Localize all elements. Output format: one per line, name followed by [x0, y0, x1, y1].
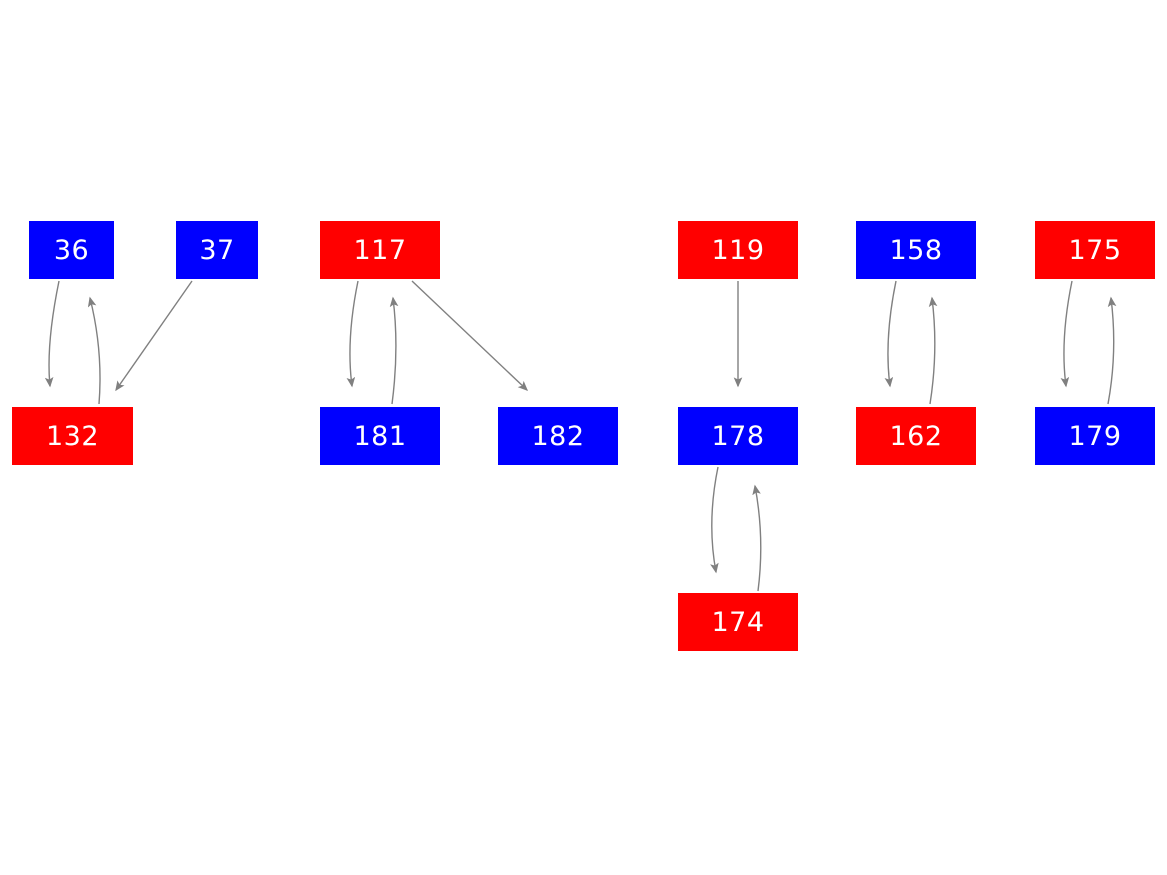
edge-179-to-175 [1107, 296, 1117, 405]
node-174[interactable]: 174 [678, 593, 798, 651]
node-117[interactable]: 117 [320, 221, 440, 279]
node-36[interactable]: 36 [29, 221, 114, 279]
node-label: 158 [889, 234, 943, 266]
node-label: 119 [711, 234, 765, 266]
node-label: 174 [711, 606, 765, 638]
node-label: 117 [353, 234, 407, 266]
edge-175-to-179 [1060, 280, 1073, 388]
node-181[interactable]: 181 [320, 407, 440, 465]
node-label: 181 [353, 420, 407, 452]
edge-162-to-158 [928, 296, 938, 405]
edge-37-to-132 [115, 280, 193, 392]
edge-117-to-182 [411, 280, 529, 391]
edge-178-to-174 [710, 466, 719, 574]
node-label: 37 [199, 234, 235, 266]
node-178[interactable]: 178 [678, 407, 798, 465]
edge-117-to-181 [346, 280, 359, 388]
node-182[interactable]: 182 [498, 407, 618, 465]
node-158[interactable]: 158 [856, 221, 976, 279]
edge-36-to-132 [44, 280, 60, 388]
node-label: 132 [45, 420, 100, 452]
node-label: 178 [711, 420, 765, 452]
edge-132-to-36 [87, 296, 101, 405]
node-175[interactable]: 175 [1035, 221, 1155, 279]
node-label: 182 [531, 420, 585, 452]
node-label: 175 [1068, 234, 1122, 266]
node-label: 36 [53, 234, 90, 266]
node-179[interactable]: 179 [1035, 407, 1155, 465]
node-132[interactable]: 132 [12, 407, 133, 465]
edge-181-to-117 [389, 296, 399, 405]
node-37[interactable]: 37 [176, 221, 258, 279]
node-label: 162 [889, 420, 943, 452]
node-119[interactable]: 119 [678, 221, 798, 279]
edge-174-to-178 [752, 484, 762, 592]
node-162[interactable]: 162 [856, 407, 976, 465]
edge-158-to-162 [884, 280, 897, 388]
node-label: 179 [1068, 420, 1122, 452]
